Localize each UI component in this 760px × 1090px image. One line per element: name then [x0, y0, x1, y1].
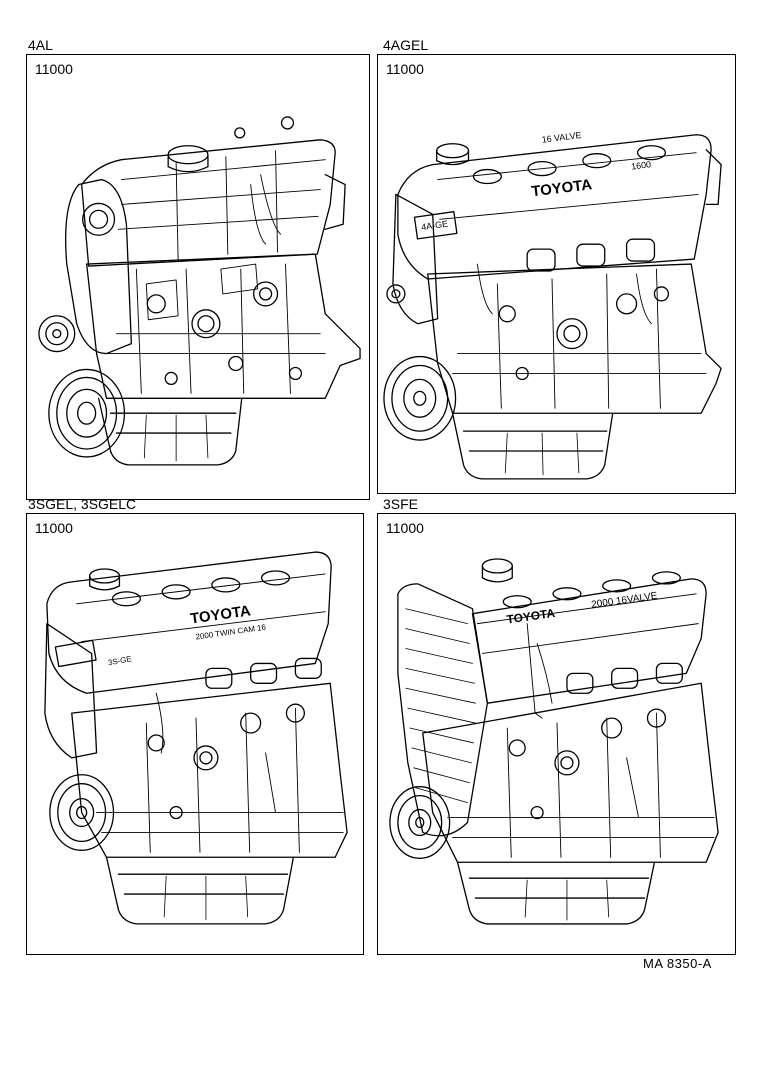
- cover-text-4a-ge: 4A-GE: [421, 219, 449, 233]
- engine-label-4al: 4AL: [28, 37, 53, 53]
- engine-label-3sgel: 3SGEL, 3SGELC: [28, 496, 137, 512]
- diagram-code: MA 8350-A: [643, 956, 712, 971]
- engine-panel-3sfe[interactable]: 11000: [377, 513, 736, 955]
- engine-panel-3sgel[interactable]: 11000: [26, 513, 364, 955]
- engine-3sgel-illustration: TOYOTA 2000 TWIN CAM 16 3S-GE: [27, 514, 363, 954]
- engine-3sfe-illustration: TOYOTA 2000 16VALVE: [378, 514, 735, 954]
- part-number: 11000: [35, 520, 73, 536]
- engine-4al-illustration: [27, 55, 369, 499]
- cover-text-1600: 1600: [631, 159, 652, 171]
- engine-4agel-illustration: TOYOTA 16 VALVE 1600 4A-GE: [378, 130, 735, 493]
- cover-text-toyota: TOYOTA: [189, 603, 252, 627]
- cover-text-3s-ge: 3S-GE: [107, 654, 132, 667]
- cover-text-toyota: TOYOTA: [506, 606, 556, 627]
- part-number: 11000: [35, 61, 73, 77]
- engine-label-3sfe: 3SFE: [383, 496, 419, 512]
- engine-panel-4al[interactable]: 11000: [26, 54, 370, 500]
- cover-text-toyota: TOYOTA: [531, 177, 593, 200]
- cover-text-16-valve: 16 VALVE: [541, 130, 582, 145]
- engine-panel-4agel[interactable]: 11000: [377, 54, 736, 494]
- part-number: 11000: [386, 520, 424, 536]
- part-number: 11000: [386, 61, 424, 77]
- engine-label-4agel: 4AGEL: [383, 37, 429, 53]
